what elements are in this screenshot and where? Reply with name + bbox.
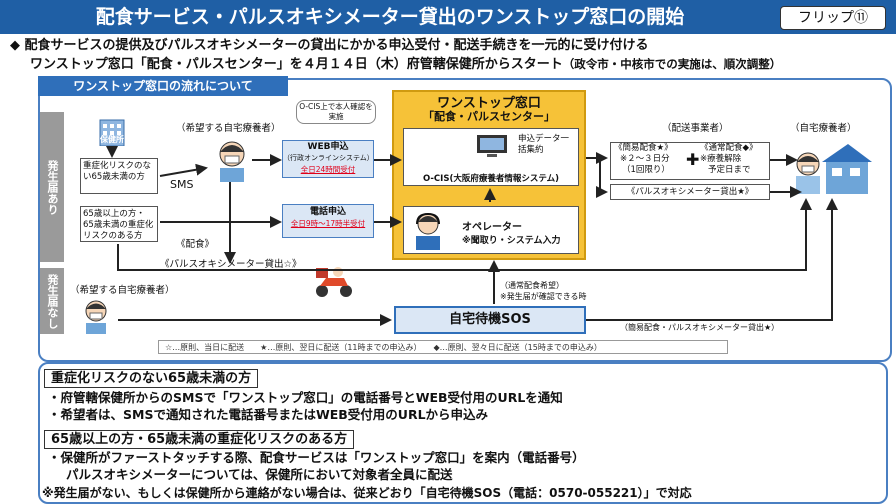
computer-icon <box>475 134 509 158</box>
flip-label: フリップ⑪ <box>780 6 886 30</box>
side-label-without-report: 発生届なし <box>40 268 64 334</box>
lead-line-1: ◆ 配食サービスの提供及びパルスオキシメーターの貸出にかかる申込受付・配送手続き… <box>10 38 649 53</box>
regular-meal-label: 《通常配食◆》 <box>700 143 758 153</box>
onestop-title: ワンストップ窓口 <box>437 96 541 111</box>
meal-note: 《配食》 <box>176 239 215 250</box>
web-hours: 全日24時間受付 <box>300 165 356 174</box>
flow-section-title: ワンストップ窓口の流れについて <box>38 76 288 96</box>
lead-line-2: ワンストップ窓口「配食・パルスセンター」を４月１４日（木）府管轄保健所からスター… <box>30 55 781 74</box>
flow-frame <box>38 78 892 362</box>
applicant-top-label: （希望する自宅療養者） <box>176 123 281 134</box>
onestop-center-name: 「配食・パルスセンター」 <box>423 110 555 123</box>
simple-meal-block: 《簡易配食★》 ※２～３日分 （1回限り） <box>614 143 686 176</box>
operator-sub: ※聞取り・システム入力 <box>462 236 561 246</box>
regular-request-sub: ※発生届が確認できる時 <box>500 292 587 301</box>
health-center-label: 保健所 <box>100 135 124 144</box>
tel-title: 電話申込 <box>309 207 346 217</box>
regular-meal-block: 《通常配食◆》 ※療養解除 予定日まで <box>700 143 768 176</box>
tel-hours: 全日9時～17時半受付 <box>290 219 366 228</box>
lead-line-2-main: ワンストップ窓口「配食・パルスセンター」を４月１４日（木）府管轄保健所からスター… <box>30 57 563 72</box>
page-title: 配食サービス・パルスオキシメーター貸出のワンストップ窓口の開始 <box>95 6 685 28</box>
lead-line-2-note: （政令市・中核市での実施は、順次調整） <box>562 57 782 71</box>
info-line-3: ・保健所がファーストタッチする際、配食サービスは「ワンストップ窓口」を案内（電話… <box>48 450 585 465</box>
tag-high-risk: 65歳以上の方・65歳未満の重症化リスクのある方 <box>44 430 355 449</box>
operator-label: オペレーター <box>462 222 522 233</box>
applicant-bottom-label: （希望する自宅療養者） <box>70 285 175 296</box>
low-risk-box: 重症化リスクのない65歳未満の方 <box>80 158 158 194</box>
info-panel <box>38 362 888 504</box>
applicant-bottom-person-icon <box>80 298 112 334</box>
ocis-verify-note: O-CIS上で本人確認を実施 <box>296 100 376 124</box>
info-line-1: ・府管轄保健所からのSMSで「ワンストップ窓口」の電話番号とWEB受付用のURL… <box>48 390 563 405</box>
info-line-4: パルスオキシメーターについては、保健所において対象者全員に配送 <box>66 467 453 482</box>
home-patient-house-icon <box>792 140 872 196</box>
simple-meal-sub2: （1回限り） <box>622 165 670 175</box>
header-bar <box>0 0 896 34</box>
high-risk-box: 65歳以上の方・65歳未満の重症化リスクのある方 <box>80 206 158 242</box>
home-patient-label: （自宅療養者） <box>790 123 857 134</box>
web-title: WEB申込 <box>307 142 349 152</box>
web-application-box[interactable]: WEB申込 （行政オンラインシステム） 全日24時間受付 <box>282 140 374 178</box>
side-label-with-report: 発生届あり <box>40 112 64 262</box>
health-center-building-icon <box>98 116 126 147</box>
applicant-person-icon <box>212 138 252 182</box>
simple-meal-sub1: ※２～３日分 <box>620 154 670 164</box>
pulse-today-note: 《パルスオキシメーター貸出☆》 <box>160 259 302 270</box>
plus-icon: ✚ <box>686 150 700 169</box>
tag-low-risk: 重症化リスクのない65歳未満の方 <box>44 369 259 388</box>
home-sos-box[interactable]: 自宅待機SOS <box>394 306 586 334</box>
operator-icon <box>410 210 446 250</box>
web-sub: （行政オンラインシステム） <box>283 154 374 162</box>
sos-delivery-label: （簡易配食・パルスオキシメーター貸出★） <box>620 323 780 332</box>
delivery-company-label: （配送事業者） <box>662 123 729 134</box>
info-line-5: ※発生届がない、もしくは保健所から連絡がない場合は、従来どおり「自宅待機SOS（… <box>42 486 692 500</box>
phone-application-box[interactable]: 電話申込 全日9時～17時半受付 <box>282 204 374 238</box>
regular-request-label: （通常配食希望） <box>500 281 564 290</box>
delivery-legend: ☆…原則、当日に配送 ★…原則、翌日に配送（11時までの申込み） ◆…原則、翌々… <box>158 340 728 354</box>
regular-meal-sub1: ※療養解除 <box>700 154 742 164</box>
data-aggregation-label: 申込データ一括集約 <box>518 134 570 155</box>
regular-meal-sub2: 予定日まで <box>708 165 751 175</box>
oxi-rental-box: 《パルスオキシメーター貸出★》 <box>610 184 770 200</box>
meal-delivery-box <box>610 142 770 180</box>
ocis-system-label: O-CIS(大阪府療養者情報システム) <box>423 174 559 184</box>
sms-label: SMS <box>170 178 194 191</box>
simple-meal-label: 《簡易配食★》 <box>614 143 673 153</box>
delivery-scooter-icon <box>312 264 356 298</box>
info-line-2: ・希望者は、SMSで通知された電話番号またはWEB受付用のURLから申込み <box>48 407 489 422</box>
